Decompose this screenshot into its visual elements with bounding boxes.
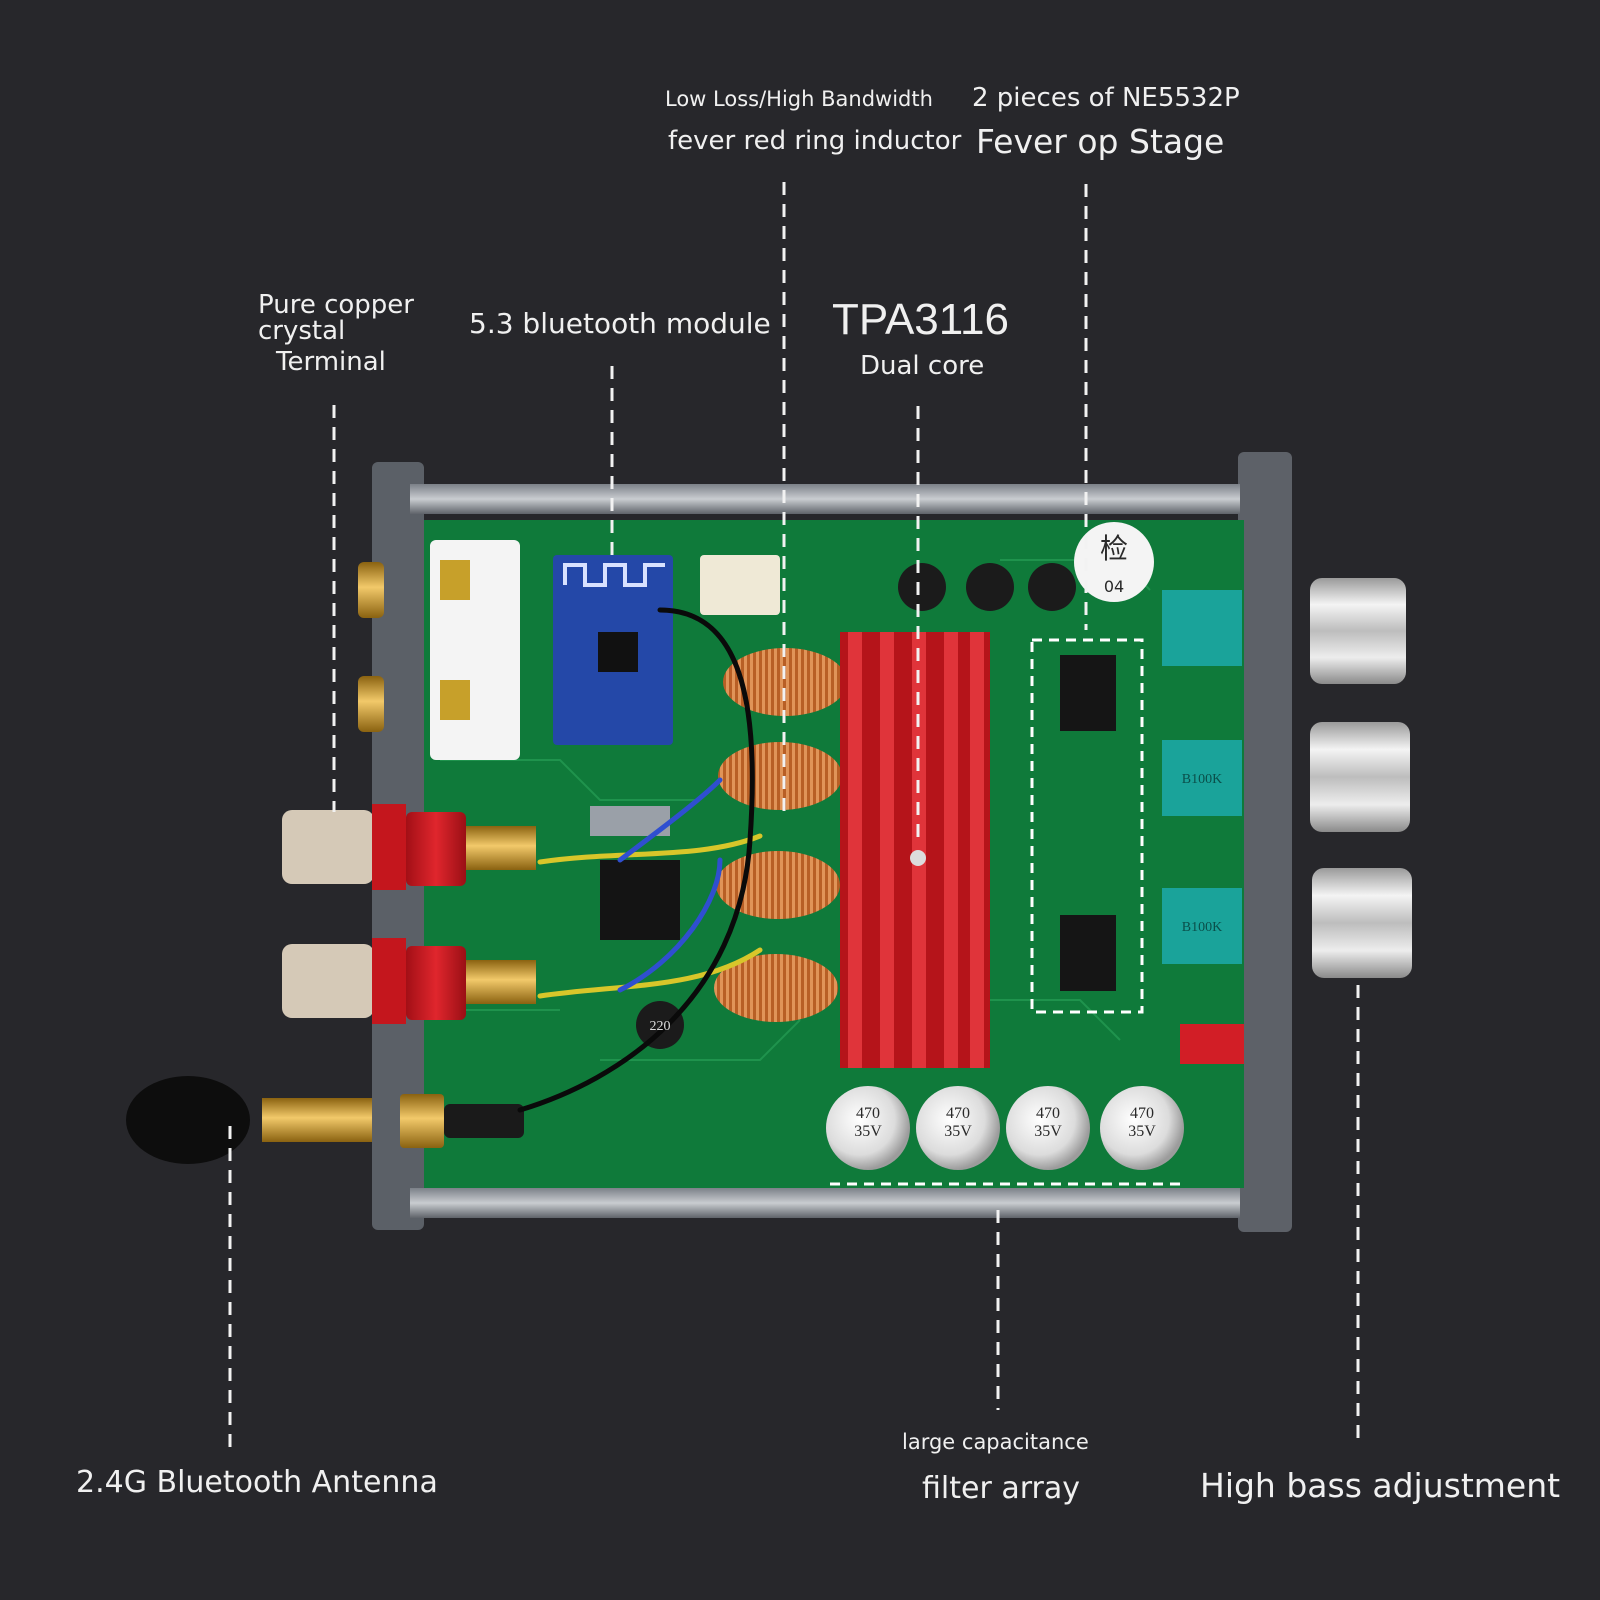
chassis-top-rail: [410, 484, 1240, 514]
antenna-callout: 2.4G Bluetooth Antenna: [76, 1465, 438, 1500]
chassis-bottom-rail: [410, 1188, 1240, 1218]
inductor-callout-line1: Low Loss/High Bandwidth: [665, 87, 933, 111]
capacitors-callout-line2: filter array: [922, 1471, 1080, 1506]
knobs-callout: High bass adjustment: [1200, 1466, 1561, 1505]
cap-voltage-4: 35V: [1128, 1123, 1156, 1140]
qc-sticker: [1074, 522, 1154, 602]
capacitors-callout-line1: large capacitance: [902, 1430, 1089, 1454]
small-cap-value: 220: [650, 1019, 671, 1034]
qc-number: 04: [1104, 577, 1124, 596]
cap-value-4: 470: [1130, 1105, 1154, 1122]
pcb: [424, 520, 1244, 1188]
terminal-callout-line3: Terminal: [276, 347, 386, 377]
power-switch: [1180, 1024, 1244, 1064]
heatsink: [840, 632, 990, 1068]
chip-callout-line1: TPA3116: [832, 295, 1009, 344]
bluetooth-module-callout: 5.3 bluetooth module: [469, 307, 771, 340]
inductor-callout-line2: fever red ring inductor: [668, 126, 962, 156]
cap-value-3: 470: [1036, 1105, 1060, 1122]
cap-value-2: 470: [946, 1105, 970, 1122]
cap-voltage-2: 35V: [944, 1123, 972, 1140]
qc-char: 检: [1100, 532, 1128, 565]
potentiometers: [1162, 590, 1242, 964]
terminal-callout-line1: Pure copper: [258, 290, 414, 320]
op-amp-1: [1060, 655, 1116, 731]
binding-post-icon: [282, 804, 536, 1024]
rca-jack-icon: [358, 562, 384, 732]
cap-voltage-3: 35V: [1034, 1123, 1062, 1140]
chip-callout-line2: Dual core: [860, 351, 985, 381]
knob-icon: [1310, 578, 1412, 978]
opstage-callout-line1: 2 pieces of NE5532P: [972, 83, 1240, 113]
pot-label-2: B100K: [1182, 920, 1222, 935]
relay: [700, 555, 780, 615]
cap-value-1: 470: [856, 1105, 880, 1122]
opstage-callout-line2: Fever op Stage: [976, 122, 1225, 161]
dashed-callout-line: [228, 182, 1360, 1450]
signal-wires: [517, 607, 763, 1113]
tpa3116-chip: [600, 860, 680, 940]
chassis-front-panel: [1238, 452, 1292, 1232]
terminal-callout-line2: crystal: [258, 316, 346, 346]
op-amp-2: [1060, 915, 1116, 991]
pot-label-1: B100K: [1182, 772, 1222, 787]
ring-inductors: [714, 648, 847, 1022]
filter-capacitors: [826, 1086, 1184, 1170]
antenna-icon: [126, 1076, 524, 1164]
cap-voltage-1: 35V: [854, 1123, 882, 1140]
